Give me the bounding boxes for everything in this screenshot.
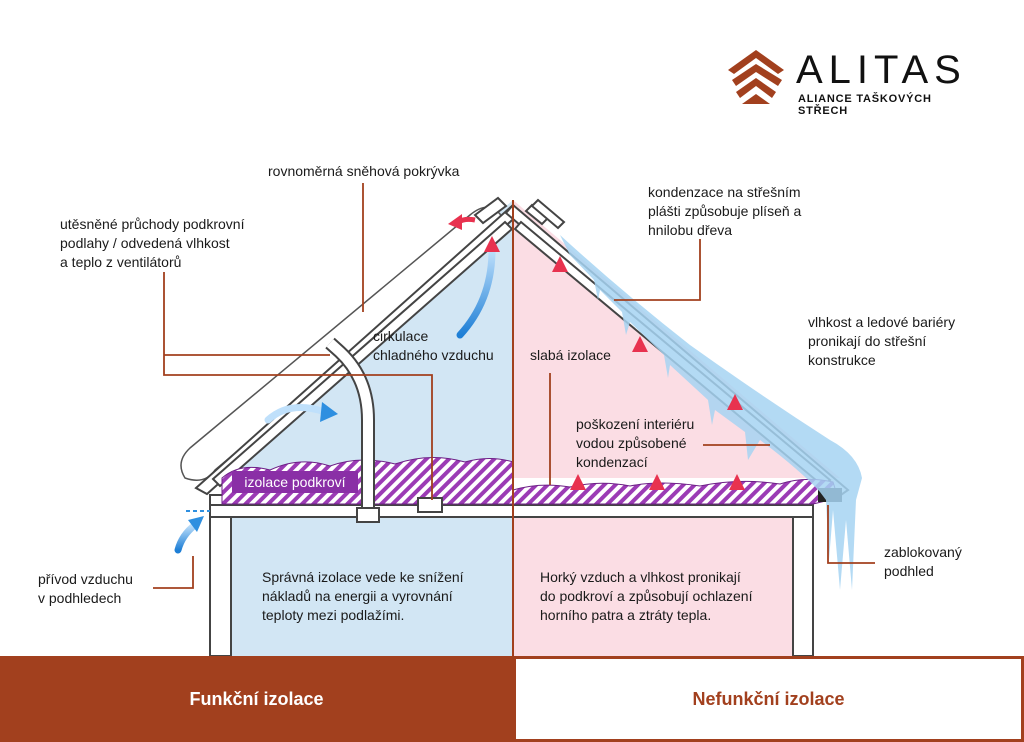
brand-subtitle: ALIANCE TAŠKOVÝCH STŘECH [798,93,932,117]
footer-functional: Funkční izolace [0,656,513,742]
hot-air-arrows [552,256,745,522]
label-cold-air: cirkulace chladného vzduchu [373,328,494,363]
roof-stripes-logo-icon [728,50,784,104]
label-sealed-passages: utěsněné průchody podkrovní podlahy / od… [60,216,245,270]
footer-nonfunctional-label: Nefunkční izolace [692,688,845,709]
label-condensation: kondenzace na střešním plášti způsobuje … [648,184,802,238]
label-air-intake: přívod vzduchu v podhledech [38,571,133,606]
label-blocked-soffit: zablokovaný podhled [884,544,962,579]
label-interior-damage: poškození interiéru vodou způsobené kond… [576,416,695,470]
label-attic-insulation: izolace podkroví [232,471,358,493]
warm-room [513,517,793,656]
ridge-vent [473,196,566,230]
insulation-weak [512,478,839,505]
cold-air-arrows [174,236,500,554]
footer-functional-label: Funkční izolace [189,688,324,709]
label-moisture-ice: vlhkost a ledové bariéry pronikají do st… [808,314,956,368]
label-weak-insulation: slabá izolace [530,347,611,363]
brand-logo: ALITAS ALIANCE TAŠKOVÝCH STŘECH [726,48,976,117]
leader-lines [153,183,875,589]
footer-nonfunctional: Nefunkční izolace [513,656,1024,742]
brand-name: ALITAS [796,48,967,92]
label-bad-text: Horký vzduch a vlhkost pronikají do podk… [540,569,753,623]
ceiling-vent [417,497,443,513]
label-snow-cover: rovnoměrná sněhová pokrývka [268,163,460,179]
cold-room [230,517,513,656]
label-good-text: Správná izolace vede ke snížení nákladů … [262,569,464,623]
pipe-cap [356,507,380,523]
ice-barrier [560,235,862,590]
